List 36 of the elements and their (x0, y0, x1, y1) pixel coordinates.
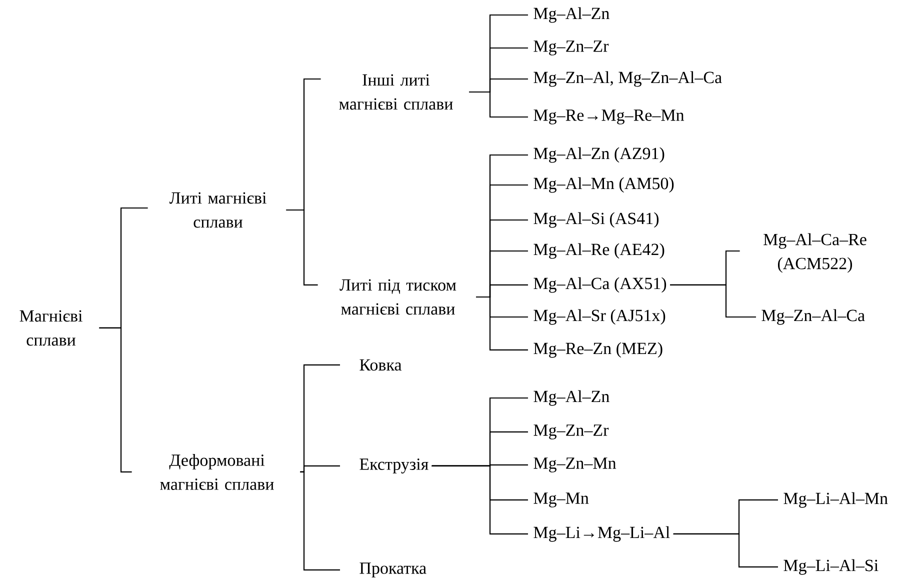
category-label: Інші литі магнієві сплави (339, 74, 453, 110)
alloy-label: Mg–Li–Al–Si (784, 559, 878, 575)
connector-line (476, 296, 528, 351)
alloy-label: Mg–Re→Mg–Re–Mn (534, 110, 684, 124)
alloy-label: Mg–Al–Zn (AZ91) (534, 147, 664, 163)
alloy-label: Mg–Zn–Mn (534, 458, 616, 472)
alloy-label: Mg–Zn–Zr (534, 424, 609, 440)
alloy-label: Mg–Li→Mg–Li–Al (534, 526, 670, 542)
connector-line (673, 533, 778, 568)
category-label: Деформовані магнієві сплави (160, 454, 274, 490)
alloy-label: Mg–Al–Ca (AX51) (534, 277, 666, 293)
connector-line (469, 91, 528, 118)
alloy-label: Mg–Al–Mn (AM50) (534, 177, 674, 193)
alloy-label: Mg–Al–Zn (534, 7, 610, 23)
category-label: Прокатка (360, 562, 426, 578)
category-label: Магнієві сплави (20, 310, 82, 346)
connector-line (432, 465, 528, 535)
category-label: Литі під тиском магнієві сплави (340, 279, 456, 315)
connector-line (286, 209, 318, 286)
category-label: Литі магнієві сплави (169, 192, 266, 228)
connector-line (99, 327, 132, 473)
alloy-label: Mg–Re–Zn (MEZ) (534, 342, 662, 358)
alloy-label: Mg–Al–Re (AE42) (534, 243, 664, 259)
alloy-label: Mg–Zn–Al–Ca (762, 309, 865, 325)
alloy-label: Mg–Mn (534, 492, 589, 508)
alloy-label: Mg–Zn–Al, Mg–Zn–Al–Ca (534, 71, 722, 87)
alloy-label: Mg–Al–Sr (AJ51x) (534, 309, 666, 325)
alloy-label: Mg–Zn–Zr (534, 40, 609, 56)
connector-line (300, 471, 340, 571)
alloy-label: Mg–Al–Si (AS41) (534, 212, 659, 228)
alloy-label: Mg–Li–Al–Mn (784, 492, 888, 508)
alloy-label: Mg–Al–Ca–Re (ACM522) (764, 233, 866, 273)
connector-line (670, 284, 756, 318)
category-label: Екструзія (360, 458, 428, 474)
alloy-label: Mg–Al–Zn (534, 390, 610, 406)
category-label: Ковка (360, 359, 402, 371)
